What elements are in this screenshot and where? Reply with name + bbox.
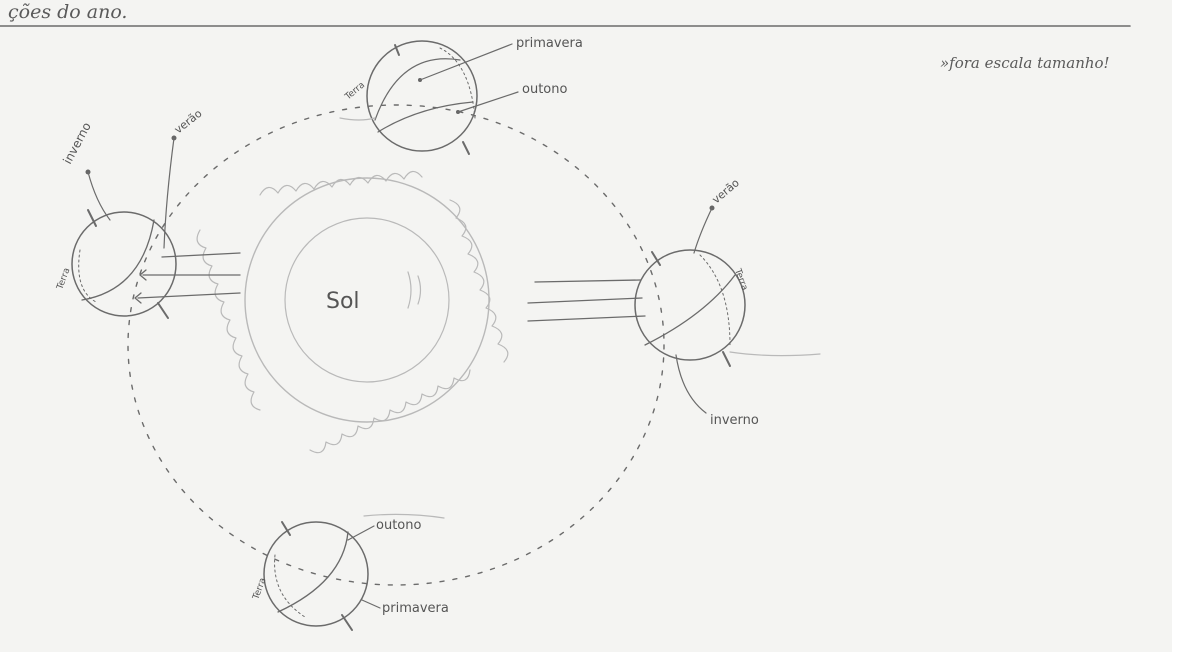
pointer-primavera-top [420, 44, 512, 80]
sun-core [285, 218, 449, 382]
sun-rays-right [528, 280, 645, 321]
earth-bottom: outono primavera Terra [251, 514, 449, 630]
earth-top: Terra primavera outono [340, 36, 583, 154]
label-inverno-right: inverno [710, 413, 759, 428]
pointer-primavera-bottom [362, 600, 380, 608]
earth-right: Terra verão inverno [635, 176, 820, 428]
label-primavera-bottom: primavera [382, 601, 449, 616]
pointer-inverno-right [676, 355, 706, 413]
label-primavera-top: primavera [516, 36, 583, 51]
sun-rays-left [135, 253, 240, 303]
earth-left-label: Terra [55, 267, 72, 292]
pointer-inverno-left [88, 172, 110, 220]
earth-right-label: Terra [732, 267, 749, 292]
label-verao-right: verão [710, 176, 743, 206]
pointer-verao-right [694, 208, 712, 253]
orbit-path [128, 105, 664, 585]
label-outono-top: outono [522, 82, 567, 97]
page-edge [1172, 0, 1186, 652]
label-verao-left: verão [172, 107, 205, 137]
label-inverno-left: inverno [60, 120, 94, 166]
sun: Sol [197, 171, 508, 452]
scale-note: »fora escala tamanho! [940, 54, 1110, 72]
pointer-outono-top [458, 92, 518, 112]
header-fragment: ções do ano. [8, 1, 127, 23]
earth-top-label: Terra [343, 80, 367, 103]
sun-label: Sol [326, 289, 360, 314]
pointer-outono-bottom [348, 526, 374, 540]
earth-left: Terra inverno verão [55, 107, 205, 318]
label-outono-bottom: outono [376, 518, 421, 533]
